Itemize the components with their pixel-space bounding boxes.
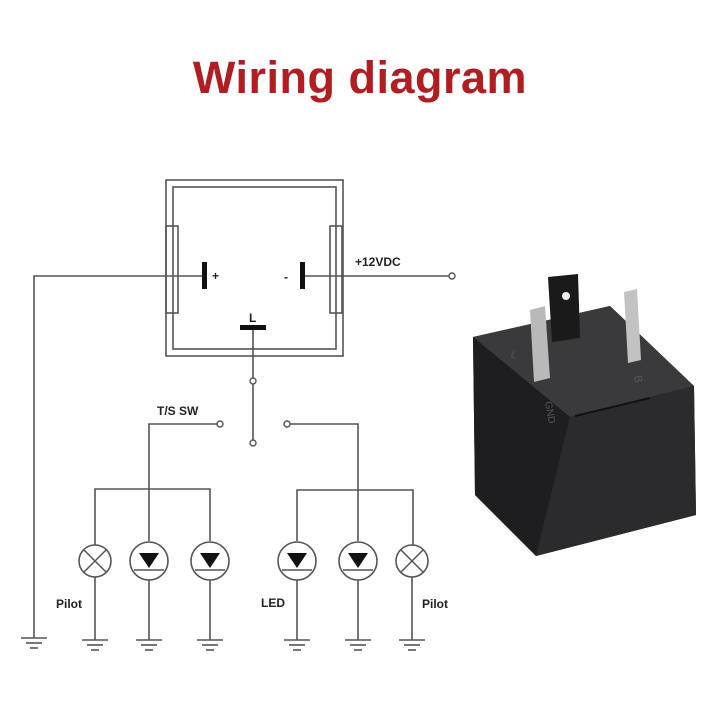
- switch-right-contact: [283, 420, 291, 428]
- minus-terminal-label: -: [284, 270, 288, 284]
- plus-terminal-bar: [202, 262, 207, 289]
- flasher-relay-schematic-box: [165, 179, 344, 357]
- ground-symbol: [345, 639, 371, 651]
- ground-symbol: [136, 639, 162, 651]
- load-terminal-label: L: [249, 311, 256, 325]
- flasher-relay-photo: L GND B: [473, 274, 696, 556]
- switch-label: T/S SW: [157, 404, 199, 418]
- switch-common-contact: [249, 439, 257, 447]
- left-pilot-label: Pilot: [56, 597, 82, 611]
- switch-left-contact: [216, 420, 224, 428]
- right-pilot-label: Pilot: [422, 597, 448, 611]
- supply-terminal: [448, 272, 456, 280]
- left-bus: [94, 488, 211, 545]
- pin-label-b: B: [631, 374, 644, 383]
- plus-terminal-label: +: [212, 269, 219, 283]
- pin-label-gnd: GND: [542, 401, 557, 425]
- ground-symbol: [284, 639, 310, 651]
- right-bus: [296, 489, 414, 545]
- minus-terminal-bar: [300, 262, 305, 289]
- led-label: LED: [261, 596, 285, 610]
- switch-branch-wires: [148, 423, 359, 541]
- pin-label-l: L: [509, 349, 519, 362]
- ground-wire: [33, 275, 204, 638]
- supply-label: +12VDC: [355, 255, 401, 269]
- load-terminal-bar: [240, 325, 266, 330]
- ground-symbol: [21, 637, 47, 649]
- ground-symbol: [197, 639, 223, 651]
- page-title: Wiring diagram: [192, 52, 528, 103]
- ground-symbol: [82, 639, 108, 651]
- ground-symbol: [399, 639, 425, 651]
